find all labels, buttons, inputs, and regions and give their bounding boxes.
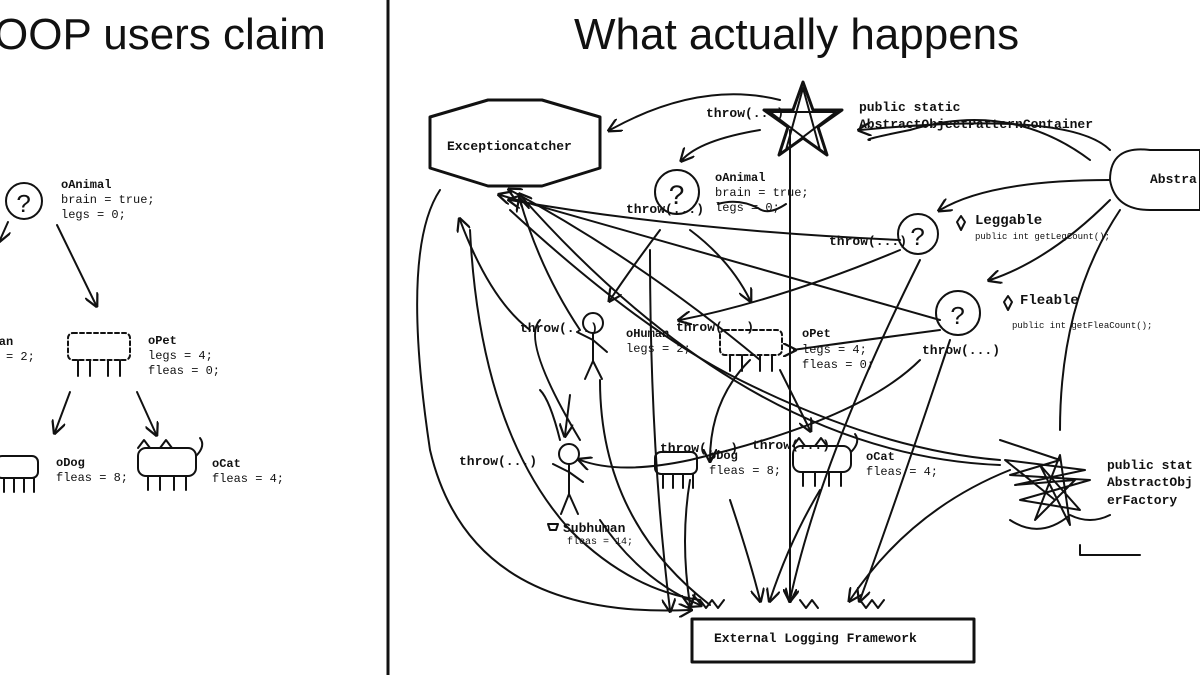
left-panel-title: OOP users claim	[0, 10, 326, 59]
left-pet-icon	[67, 332, 131, 377]
right-cat-name: oCat	[866, 450, 895, 464]
right-animal-icon: ?	[654, 169, 700, 215]
subhuman-name: Subhuman	[563, 521, 626, 536]
throw-label: throw(...)	[660, 441, 738, 456]
fleable-icon: ?	[935, 290, 981, 336]
throw-label: throw(...)	[752, 438, 830, 453]
subhuman-glyph	[547, 523, 559, 531]
factory-scribble-icon	[999, 439, 1141, 556]
right-human-icon	[576, 312, 608, 380]
left-dog-name: oDog	[56, 456, 85, 470]
right-panel-title: What actually happens	[574, 10, 1019, 59]
left-animal-name: oAnimal	[61, 178, 111, 192]
left-cat-name: oCat	[212, 457, 241, 471]
svg-text:?: ?	[950, 302, 966, 332]
right-pet-icon	[719, 329, 783, 372]
right-pet-name: oPet	[802, 327, 831, 341]
left-pet-field: legs = 4;	[148, 349, 213, 363]
svg-text:?: ?	[669, 182, 686, 213]
container-star-icon	[762, 80, 844, 157]
fleable-glyph	[1003, 295, 1013, 311]
svg-text:?: ?	[16, 190, 32, 220]
fleable-name: Fleable	[1020, 293, 1079, 309]
right-human-field: legs = 2;	[626, 342, 691, 356]
right-animal-name: oAnimal	[715, 171, 765, 185]
left-cat-icon	[137, 437, 204, 491]
right-cat-field: fleas = 4;	[866, 465, 938, 479]
inherit-arrow	[56, 224, 96, 305]
left-animal-icon: ?	[5, 182, 43, 220]
right-animal-field: brain = true;	[715, 186, 809, 200]
factory-line: erFactory	[1107, 493, 1177, 508]
right-pet-field: fleas = 0;	[802, 358, 874, 372]
left-pet-field: fleas = 0;	[148, 364, 220, 378]
logging-label: External Logging Framework	[714, 631, 917, 646]
right-cat-icon	[792, 433, 859, 487]
leggable-icon: ?	[897, 213, 939, 255]
leggable-glyph	[956, 215, 966, 231]
throw-label: throw(...)	[459, 454, 537, 469]
leggable-method: public int getLegCount();	[975, 232, 1110, 242]
left-cat-field: fleas = 4;	[212, 472, 284, 486]
exception-catcher-label: Exceptioncatcher	[447, 139, 572, 154]
left-pet-name: oPet	[148, 334, 177, 348]
container-line: public static	[859, 100, 961, 115]
exception-catcher-box	[428, 98, 602, 188]
left-dog-icon	[0, 455, 39, 493]
inherit-arrow	[136, 391, 156, 434]
arrow-tangle	[416, 93, 1121, 610]
throw-label: throw(...)	[676, 320, 754, 335]
logging-box	[690, 617, 976, 664]
left-human-name: oHuman	[0, 335, 13, 349]
subhuman-field: fleas = 14;	[567, 536, 633, 548]
throw-label: throw(...)	[626, 202, 704, 217]
inherit-arrow	[0, 221, 8, 240]
right-dog-icon	[654, 451, 698, 489]
factory-line: public stat	[1107, 458, 1193, 473]
left-dog-field: fleas = 8;	[56, 471, 128, 485]
right-dog-field: fleas = 8;	[709, 464, 781, 478]
left-animal-field: brain = true;	[61, 193, 155, 207]
fleable-method: public int getFleaCount();	[1012, 321, 1152, 331]
scribble	[717, 200, 787, 213]
leggable-name: Leggable	[975, 213, 1042, 229]
svg-text:?: ?	[910, 223, 926, 253]
abstract-label: Abstra	[1150, 172, 1197, 187]
throw-label: throw(...)	[520, 321, 598, 336]
subhuman-icon	[552, 443, 584, 515]
inherit-arrow	[55, 391, 71, 432]
left-animal-field: legs = 0;	[61, 208, 126, 222]
left-human-field: legs = 2;	[0, 350, 35, 364]
throw-label: throw(...)	[922, 343, 1000, 358]
factory-line: AbstractObj	[1107, 475, 1193, 490]
throw-label: throw(...)	[706, 106, 784, 121]
